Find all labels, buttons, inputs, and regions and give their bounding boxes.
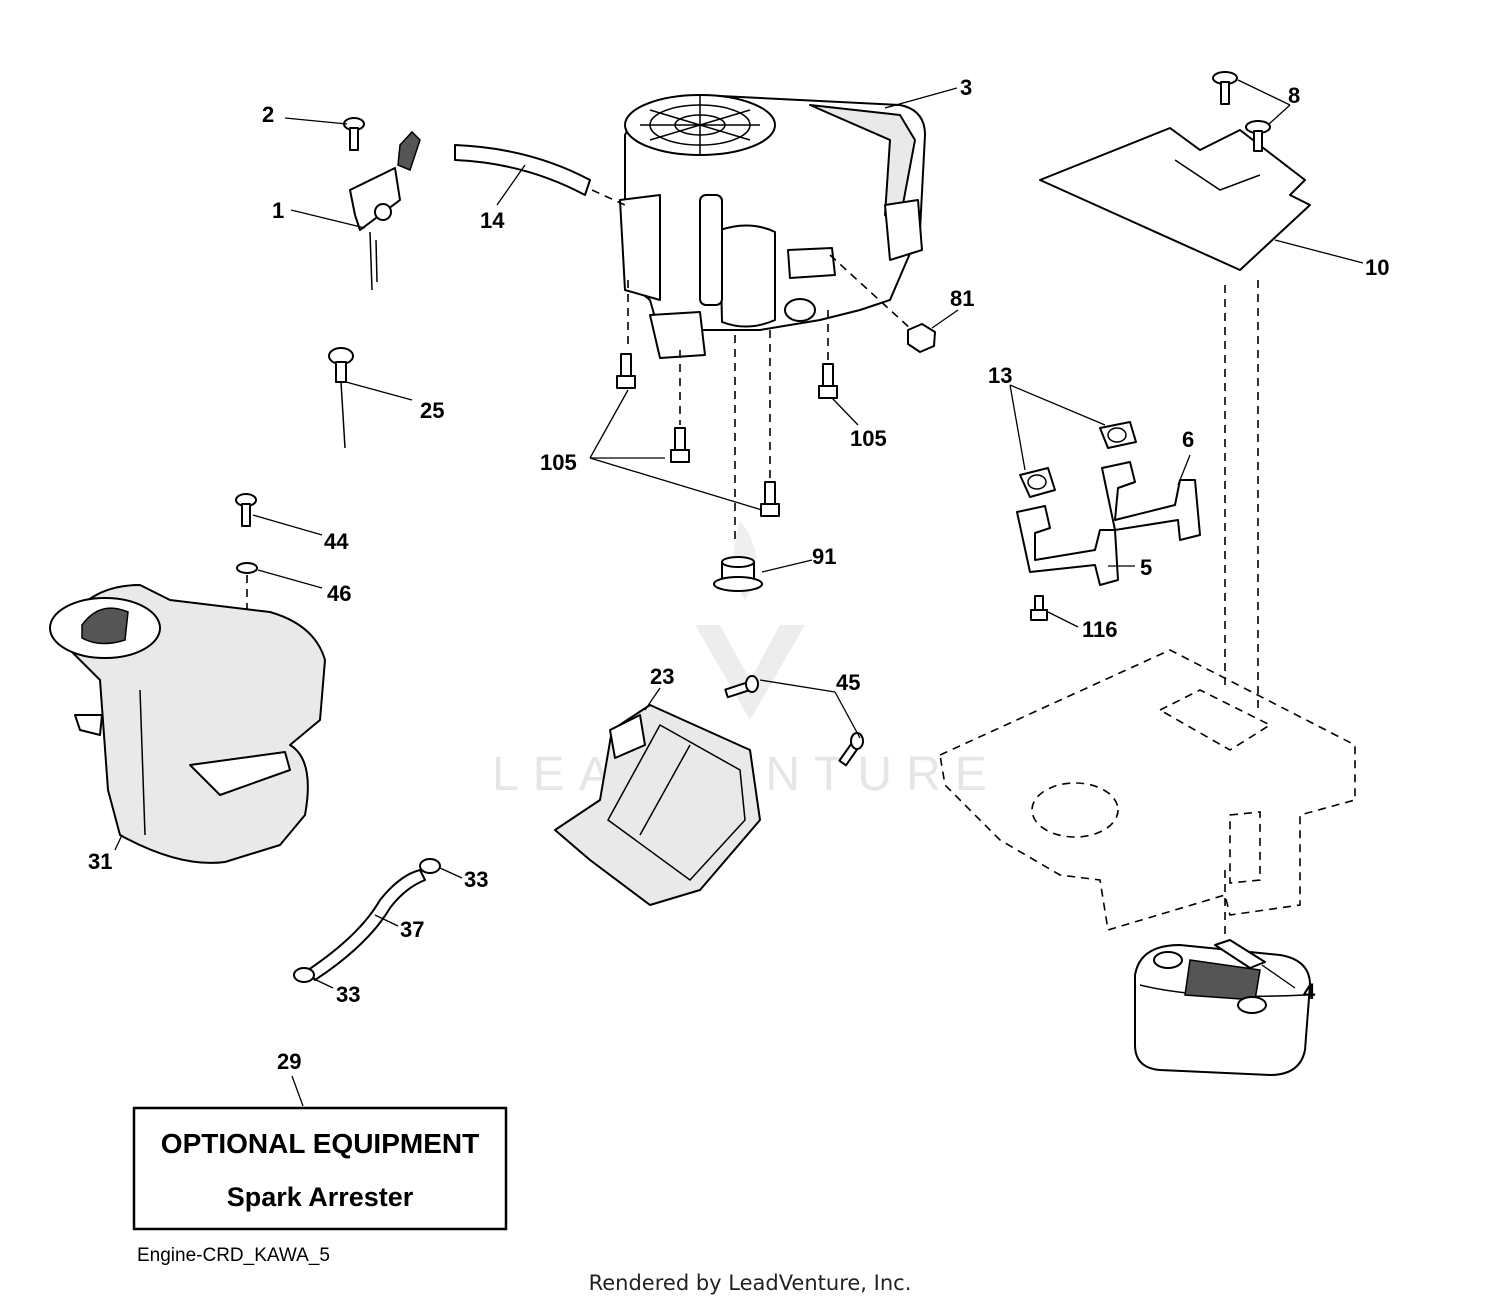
hose-part-14[interactable] [454, 144, 591, 196]
render-credit: Rendered by LeadVenture, Inc. [589, 1271, 912, 1295]
callout-10: 10 [1365, 255, 1389, 280]
bracket-part-23[interactable] [554, 704, 761, 906]
callout-91: 91 [812, 544, 836, 569]
bushing-part-91[interactable] [713, 556, 763, 592]
callout-6: 6 [1182, 427, 1194, 452]
callout-116: 116 [1082, 617, 1118, 642]
callout-31: 31 [88, 849, 112, 874]
callout-labels: 2 1 3 14 8 10 81 13 6 5 116 105 105 91 2… [88, 75, 1389, 1074]
callout-33-top: 33 [464, 867, 488, 892]
exhaust-pipe-part-5[interactable] [1016, 505, 1119, 586]
choke-cable-part-25[interactable] [328, 347, 354, 449]
shield-guide-lines [1224, 280, 1259, 712]
leader-lines [114, 79, 1364, 1107]
muffler-part-4[interactable] [1134, 939, 1311, 1076]
diagram-code: Engine-CRD_KAWA_5 [137, 1245, 330, 1266]
callout-29: 29 [277, 1049, 301, 1074]
callout-13: 13 [988, 363, 1012, 388]
callout-105-left: 105 [540, 450, 577, 475]
frame-outline [939, 649, 1356, 932]
engine-guide-lines [627, 254, 913, 540]
hose-clamp-part-33[interactable] [293, 858, 441, 983]
callout-44: 44 [324, 529, 349, 554]
gasket-part-13[interactable] [1019, 421, 1137, 498]
callout-3: 3 [960, 75, 972, 100]
engine-part-3[interactable] [619, 94, 926, 359]
callout-1: 1 [272, 198, 284, 223]
bolt-part-105[interactable] [616, 353, 838, 517]
optional-equipment-title: OPTIONAL EQUIPMENT [161, 1128, 479, 1159]
exhaust-pipe-part-6[interactable] [1101, 461, 1201, 541]
callout-8: 8 [1288, 83, 1300, 108]
callout-46: 46 [327, 581, 351, 606]
optional-equipment-box: OPTIONAL EQUIPMENT Spark Arrester [132, 1106, 508, 1231]
fuel-tank-part-31[interactable] [49, 584, 326, 864]
callout-4: 4 [1303, 979, 1316, 1004]
washer-part-46[interactable] [236, 562, 258, 574]
callout-105-right: 105 [850, 426, 887, 451]
optional-equipment-subtitle: Spark Arrester [227, 1182, 414, 1212]
screw-part-2[interactable] [343, 117, 365, 151]
bolt-part-116[interactable] [1030, 595, 1048, 621]
throttle-control-part-1[interactable] [349, 130, 421, 291]
callout-81: 81 [950, 286, 974, 311]
hose-guide-line [591, 189, 626, 206]
fuel-hose-part-37[interactable] [307, 869, 426, 981]
screw-part-44[interactable] [235, 493, 257, 527]
callout-45: 45 [836, 670, 860, 695]
nut-part-81[interactable] [907, 323, 936, 353]
heat-shield-part-10[interactable] [1039, 127, 1311, 271]
screw-part-8[interactable] [1212, 71, 1271, 152]
callout-25: 25 [420, 398, 444, 423]
callout-33-bottom: 33 [336, 982, 360, 1007]
callout-23: 23 [650, 664, 674, 689]
callout-2: 2 [262, 102, 274, 127]
callout-5: 5 [1140, 555, 1152, 580]
callout-14: 14 [480, 208, 505, 233]
callout-37: 37 [400, 917, 424, 942]
